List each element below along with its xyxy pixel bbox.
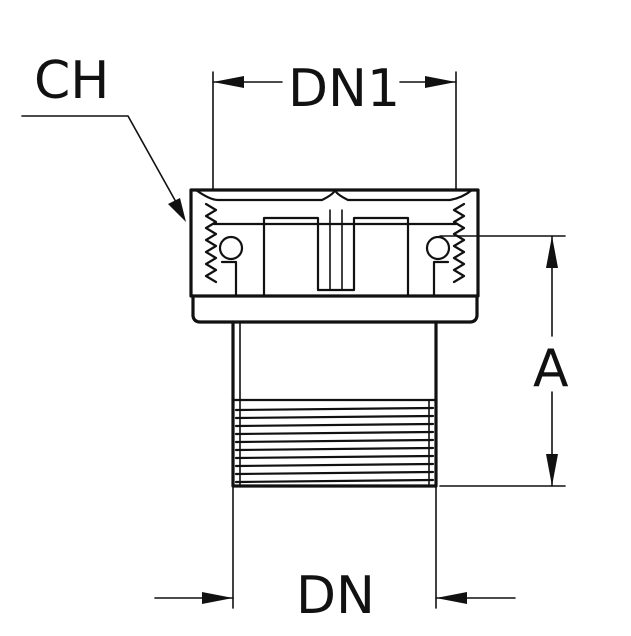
label-dn1: DN1 [288,59,400,119]
nut-thread-right [452,202,466,284]
o-ring-right [425,235,451,261]
nut-body [189,188,480,298]
stem [231,320,438,402]
seat-left [220,260,238,298]
male-thread [231,398,438,488]
ch-leader [21,115,186,222]
o-ring-left [218,235,244,261]
dn1-dimension [212,71,457,191]
label-dn: DN [296,566,375,626]
label-ch: CH [34,51,109,111]
nut-thread-left [204,202,218,284]
label-a: A [533,339,569,399]
a-dimension [439,235,566,487]
seat-right [432,260,450,298]
flange [191,294,479,324]
dn-dimension [154,483,516,609]
